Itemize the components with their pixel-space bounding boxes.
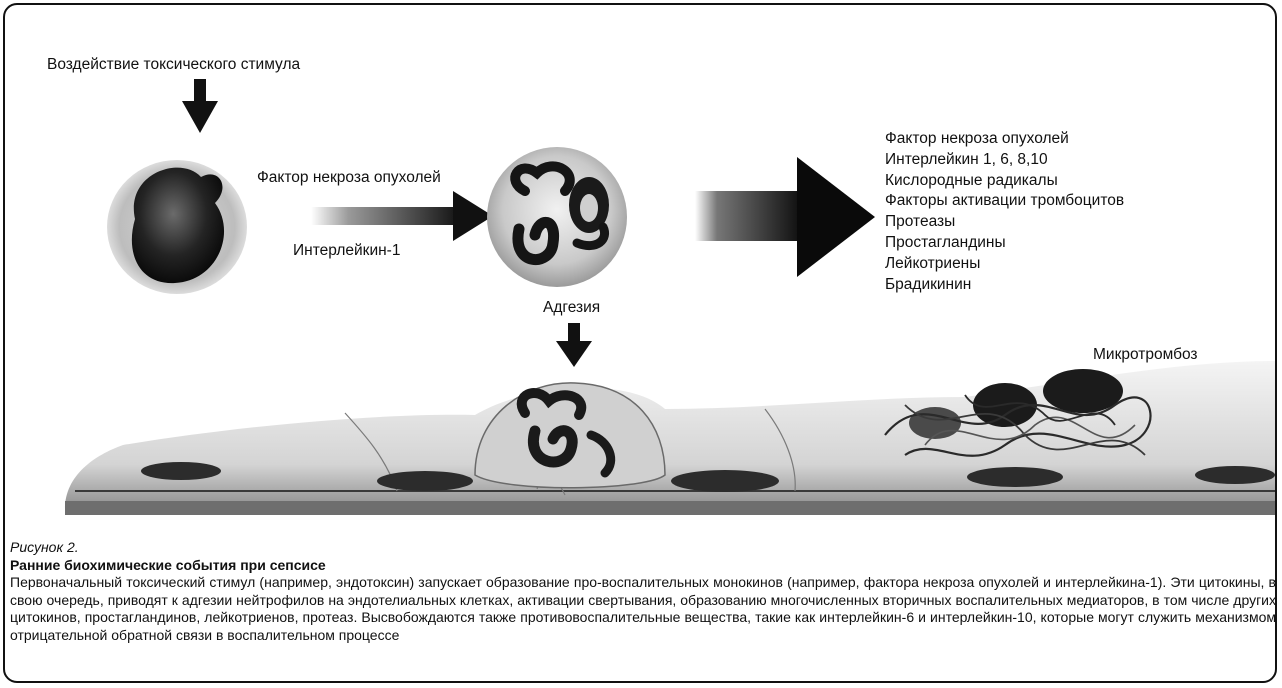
down-arrow-stimulus: [182, 79, 218, 133]
stimulus-label: Воздействие токсического стимула: [47, 55, 300, 74]
mediator-item: Простагландины: [885, 233, 1124, 254]
figure-caption: Рисунок 2. Ранние биохимические события …: [10, 538, 1276, 644]
mediator-item: Протеазы: [885, 212, 1124, 233]
mediator-item: Брадикинин: [885, 275, 1124, 296]
neutrophil-cell: [487, 147, 627, 287]
mediator-item: Кислородные радикалы: [885, 171, 1124, 192]
figure-description: Первоначальный токсический стимул (напри…: [10, 574, 1276, 644]
monocyte-cell: [107, 160, 247, 294]
adhesion-label: Адгезия: [543, 298, 600, 317]
mediator-item: Фактор некроза опухолей: [885, 129, 1124, 150]
figure-number: Рисунок 2.: [10, 538, 1276, 556]
microthrombosis-label: Микротромбоз: [1093, 345, 1198, 364]
mediator-item: Лейкотриены: [885, 254, 1124, 275]
figure-title: Ранние биохимические события при сепсисе: [10, 556, 1276, 574]
mediator-item: Факторы активации тромбоцитов: [885, 191, 1124, 212]
arrow-cytokines: [311, 191, 493, 241]
down-arrow-adhesion: [556, 323, 592, 367]
arrow-label-tnf: Фактор некроза опухолей: [257, 168, 441, 187]
big-arrow-mediators: [695, 157, 875, 277]
figure-frame: Воздействие токсического стимула Фактор …: [3, 3, 1277, 683]
mediator-item: Интерлейкин 1, 6, 8,10: [885, 150, 1124, 171]
arrow-label-il1: Интерлейкин-1: [293, 241, 400, 260]
mediators-list: Фактор некроза опухолей Интерлейкин 1, 6…: [885, 129, 1124, 295]
